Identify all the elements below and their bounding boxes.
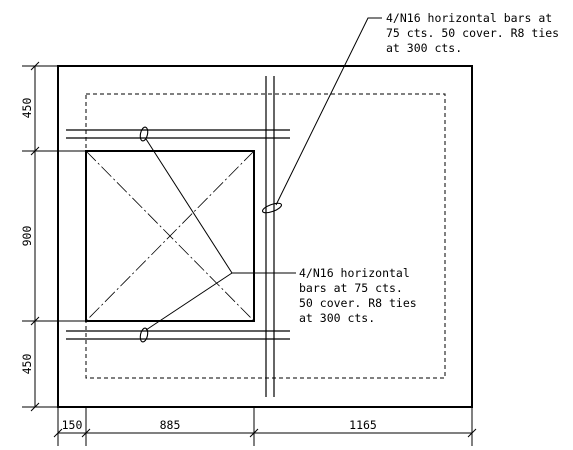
annotation-top-right-line1: 4/N16 horizontal bars at — [386, 11, 552, 25]
footing-outline — [57, 65, 473, 408]
annotation-middle-right-line4: at 300 cts. — [299, 311, 375, 325]
annotation-top-right: 4/N16 horizontal bars at 75 cts. 50 cove… — [386, 11, 559, 55]
annotation-top-right-line2: 75 cts. 50 cover. R8 ties — [386, 26, 559, 40]
bar-group-mark-right — [261, 202, 283, 214]
dimension-left-bottom: 450 — [20, 354, 34, 375]
annotation-top-right-line3: at 300 cts. — [386, 41, 462, 55]
leader-middle-right — [145, 138, 296, 331]
horizontal-bars-top — [66, 129, 290, 139]
dimension-bottom-left: 150 — [62, 418, 83, 432]
column-centrelines — [85, 150, 255, 322]
annotation-middle-right-line2: bars at 75 cts. — [299, 281, 403, 295]
dimension-bottom-middle: 885 — [160, 418, 181, 432]
dimension-left-top: 450 — [20, 98, 34, 119]
bar-group-mark-bottom — [139, 327, 149, 343]
leader-top-right — [275, 17, 382, 206]
column-outline — [85, 150, 255, 322]
dimension-chain-bottom — [53, 407, 477, 446]
annotation-middle-right-line3: 50 cover. R8 ties — [299, 296, 417, 310]
dimension-chain-left — [22, 61, 86, 412]
annotation-middle-right-line1: 4/N16 horizontal — [299, 266, 410, 280]
vertical-bars — [265, 76, 275, 397]
dimension-bottom-right: 1165 — [349, 418, 377, 432]
bar-group-mark-top — [139, 126, 149, 142]
horizontal-bars-bottom — [66, 330, 290, 340]
annotation-middle-right: 4/N16 horizontal bars at 75 cts. 50 cove… — [299, 266, 417, 325]
dimension-left-middle: 900 — [20, 226, 34, 247]
